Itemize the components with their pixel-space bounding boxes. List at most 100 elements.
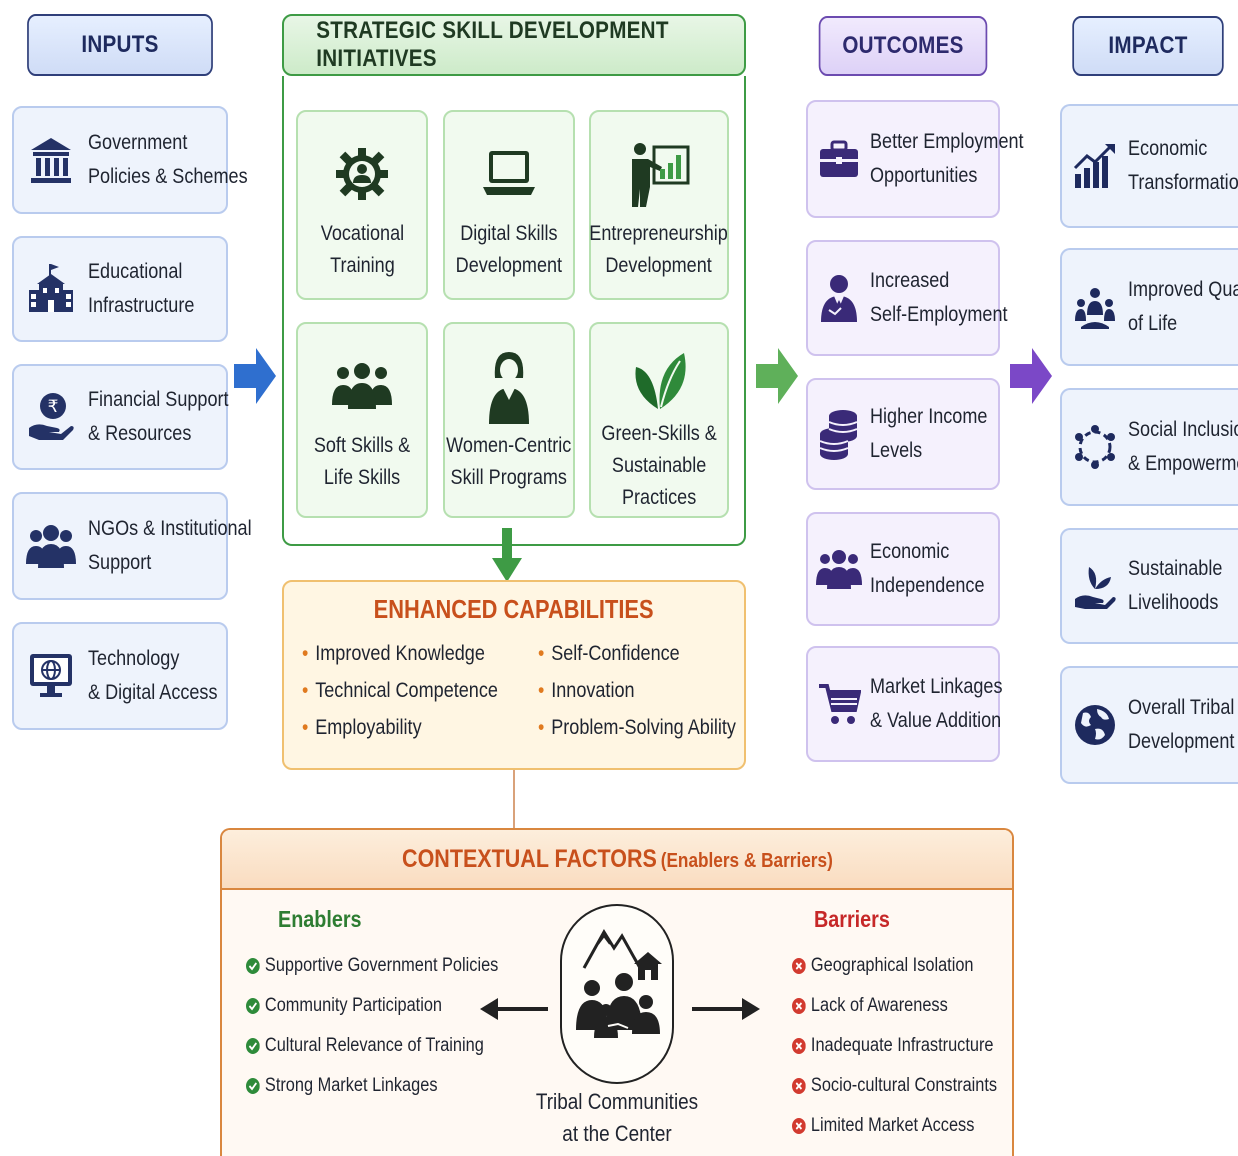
globe-icon — [1062, 703, 1128, 747]
people-group-icon — [808, 549, 870, 589]
rupee-hand-icon: ₹ — [14, 392, 88, 442]
outcome-label-line1: Economic — [870, 540, 950, 563]
impact-card-inclusion: Social Inclusion & Empowerment — [1060, 388, 1238, 506]
initiative-label-line1: Digital Skills — [460, 222, 558, 245]
context-header: CONTEXTUAL FACTORS (Enablers & Barriers) — [222, 830, 1012, 890]
computer-globe-icon — [14, 652, 88, 700]
tribal-community-emblem — [560, 904, 674, 1084]
input-label-line2: & Resources — [88, 422, 192, 445]
initiative-label-line3: Practices — [621, 486, 697, 509]
initiative-label-line2: Development — [455, 254, 563, 277]
capabilities-left-list: •Improved Knowledge •Technical Competenc… — [302, 642, 530, 753]
impact-label-line2: & Empowerment — [1128, 452, 1238, 475]
barriers-title: Barriers — [814, 906, 890, 932]
cross-icon — [792, 998, 806, 1014]
impact-label-line2: Development — [1128, 730, 1235, 753]
outcome-card-market: Market Linkages& Value Addition — [806, 646, 1003, 762]
outcome-label-line1: Market Linkages — [870, 675, 1003, 698]
check-icon — [246, 958, 260, 974]
input-label-line2: Support — [88, 551, 152, 574]
connector-line — [513, 770, 515, 828]
center-label-line1: Tribal Communities — [535, 1089, 699, 1114]
capabilities-right-list: •Self-Confidence •Innovation •Problem-So… — [538, 642, 768, 753]
capability-item: •Innovation — [538, 679, 635, 702]
initiative-label-line2: Sustainable — [611, 454, 707, 477]
barrier-item: Inadequate Infrastructure — [792, 1026, 997, 1066]
input-card-technology: Technology & Digital Access — [12, 622, 228, 730]
briefcase-icon — [808, 140, 870, 178]
enabler-item: Supportive Government Policies — [246, 946, 498, 986]
impact-card-quality: Improved Quality of Life — [1060, 248, 1238, 366]
context-subtitle: (Enablers & Barriers) — [660, 849, 833, 872]
cross-icon — [792, 1078, 806, 1094]
barrier-item: Limited Market Access — [792, 1106, 997, 1146]
outcome-label-line1: Higher Income — [870, 405, 988, 428]
capability-item: •Employability — [302, 716, 422, 739]
input-label-line1: Educational — [88, 260, 183, 283]
outcome-label-line2: Independence — [870, 574, 985, 597]
impact-label-line2: Transformation — [1128, 171, 1238, 194]
impact-label-line1: Sustainable — [1128, 557, 1223, 580]
barrier-item: Geographical Isolation — [792, 946, 997, 986]
gear-person-icon — [336, 130, 388, 218]
capabilities-title: ENHANCED CAPABILITIES — [374, 594, 654, 624]
initiatives-header: STRATEGIC SKILL DEVELOPMENT INITIATIVES — [282, 14, 746, 76]
check-icon — [246, 998, 260, 1014]
impact-label-line1: Social Inclusion — [1128, 418, 1238, 441]
inputs-header: INPUTS — [27, 14, 213, 76]
school-building-icon — [14, 264, 88, 314]
government-building-icon — [14, 136, 88, 184]
check-icon — [246, 1078, 260, 1094]
input-label-line2: Infrastructure — [88, 294, 195, 317]
input-card-financial: ₹ Financial Support& Resources — [12, 364, 229, 470]
barrier-item: Lack of Awareness — [792, 986, 997, 1026]
input-label-line1: Technology — [88, 647, 180, 670]
shopping-cart-icon — [808, 682, 870, 726]
arrow-right-purple-icon — [1010, 348, 1052, 404]
initiative-label-line1: Entrepreneurship — [589, 222, 729, 245]
cross-icon — [792, 1038, 806, 1054]
businessman-icon — [808, 274, 870, 322]
capability-item: •Improved Knowledge — [302, 642, 485, 665]
center-label: Tribal Communities at the Center — [522, 1086, 712, 1150]
arrow-right-blue-icon — [234, 348, 276, 404]
tribal-people-icon — [576, 929, 662, 1038]
capability-item: •Problem-Solving Ability — [538, 716, 736, 739]
enablers-list: Supportive Government Policies Community… — [246, 946, 539, 1106]
context-title: CONTEXTUAL FACTORS — [401, 844, 657, 873]
impact-label-line1: Overall Tribal — [1128, 696, 1235, 719]
input-label-line2: & Digital Access — [88, 681, 218, 704]
impact-label-line1: Improved Quality — [1128, 278, 1238, 301]
enabler-item: Strong Market Linkages — [246, 1066, 498, 1106]
outcome-label-line1: Increased — [870, 269, 950, 292]
impact-label-line2: Livelihoods — [1128, 591, 1219, 614]
center-label-line2: at the Center — [562, 1121, 672, 1146]
initiative-label-line1: Women-Centric — [446, 434, 572, 457]
arrow-left-icon — [480, 998, 548, 1020]
outcomes-header: OUTCOMES — [818, 16, 988, 76]
cross-icon — [792, 958, 806, 974]
arrow-down-green-icon — [492, 528, 522, 582]
people-ring-icon — [1062, 424, 1128, 470]
barrier-item: Socio-cultural Constraints — [792, 1066, 997, 1106]
check-icon — [246, 1038, 260, 1054]
context-panel: CONTEXTUAL FACTORS (Enablers & Barriers)… — [220, 828, 1014, 1156]
input-label-line2: Policies & Schemes — [88, 165, 248, 188]
impact-label-line2: of Life — [1128, 312, 1178, 335]
svg-text:₹: ₹ — [48, 397, 59, 417]
plant-hand-icon — [1062, 561, 1128, 611]
growth-chart-icon — [1062, 142, 1128, 190]
outcome-label-line2: Levels — [870, 439, 923, 462]
arrow-right-icon — [692, 998, 760, 1020]
